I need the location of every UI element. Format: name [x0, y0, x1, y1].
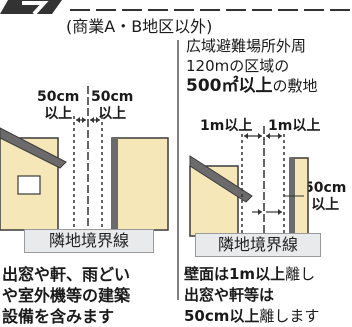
left-building-window: [17, 175, 41, 195]
right-dim-a: 1m以上: [200, 118, 253, 134]
right-note-area: 500㎡以上: [186, 76, 273, 96]
column-divider: [177, 40, 179, 300]
right-caption-line1: 壁面は1m以上離し: [184, 264, 319, 285]
left-dim-a-value: 50cm: [37, 89, 80, 105]
left-building-roof: [0, 127, 67, 169]
right-right-building-edge: [290, 158, 295, 236]
right-note-line1: 広域避難場所外周: [186, 37, 307, 55]
left-dim-b: 50cm 以上: [91, 89, 133, 123]
right-side-value: 50cm: [304, 180, 347, 196]
step-number-glyph: [22, 1, 49, 16]
right-note-line3: 500㎡以上の敷地: [186, 76, 318, 96]
right-boundary-label: 隣地境界線: [195, 233, 321, 257]
left-diagram-drawing: [0, 86, 169, 231]
right-note-line2: 120mの区域の: [186, 57, 290, 75]
right-left-building-roof: [189, 155, 253, 203]
right-caption-line2: 出窓や軒等は: [184, 286, 275, 304]
right-caption-line1-bold: 壁面は1m以上: [184, 265, 286, 283]
section-subtitle: (商業A・B地区以外): [66, 17, 213, 36]
left-caption-line1: 出窓や軒、雨どい: [2, 265, 131, 284]
left-boundary-label: 隣地境界線: [24, 229, 154, 253]
right-caption-line3-bold: 50cm以上: [184, 307, 260, 325]
left-dim-b-value: 50cm: [91, 89, 134, 105]
right-note-suffix: の敷地: [272, 77, 318, 95]
left-caption-line2: や室外機等の建築: [2, 286, 131, 305]
left-dim-b-unit: 以上: [98, 106, 127, 122]
right-caption-line3: 50cm以上離します: [184, 306, 319, 327]
left-caption-line3: 設備を含みます: [2, 307, 115, 326]
right-diagram-drawing: [189, 126, 309, 237]
right-building-wall: [111, 137, 169, 231]
right-caption-line3-rest: 離します: [259, 307, 320, 325]
left-dim-a: 50cm 以上: [37, 89, 79, 123]
right-side-dim: 50cm 以上: [304, 180, 346, 214]
right-caption: 壁面は1m以上離し 出窓や軒等は 50cm以上離します: [184, 264, 319, 327]
left-dim-a-unit: 以上: [44, 106, 73, 122]
right-side-unit: 以上: [311, 197, 340, 213]
right-note: 広域避難場所外周 120mの区域の 500㎡以上の敷地: [186, 36, 318, 96]
right-caption-line1-rest: 離し: [285, 265, 316, 283]
step-badge: [0, 0, 352, 16]
right-dim-b: 1m以上: [268, 118, 321, 134]
right-building-edge: [112, 138, 118, 230]
step-badge-shape: [0, 0, 62, 14]
left-caption: 出窓や軒、雨どい や室外機等の建築 設備を含みます: [2, 264, 130, 327]
